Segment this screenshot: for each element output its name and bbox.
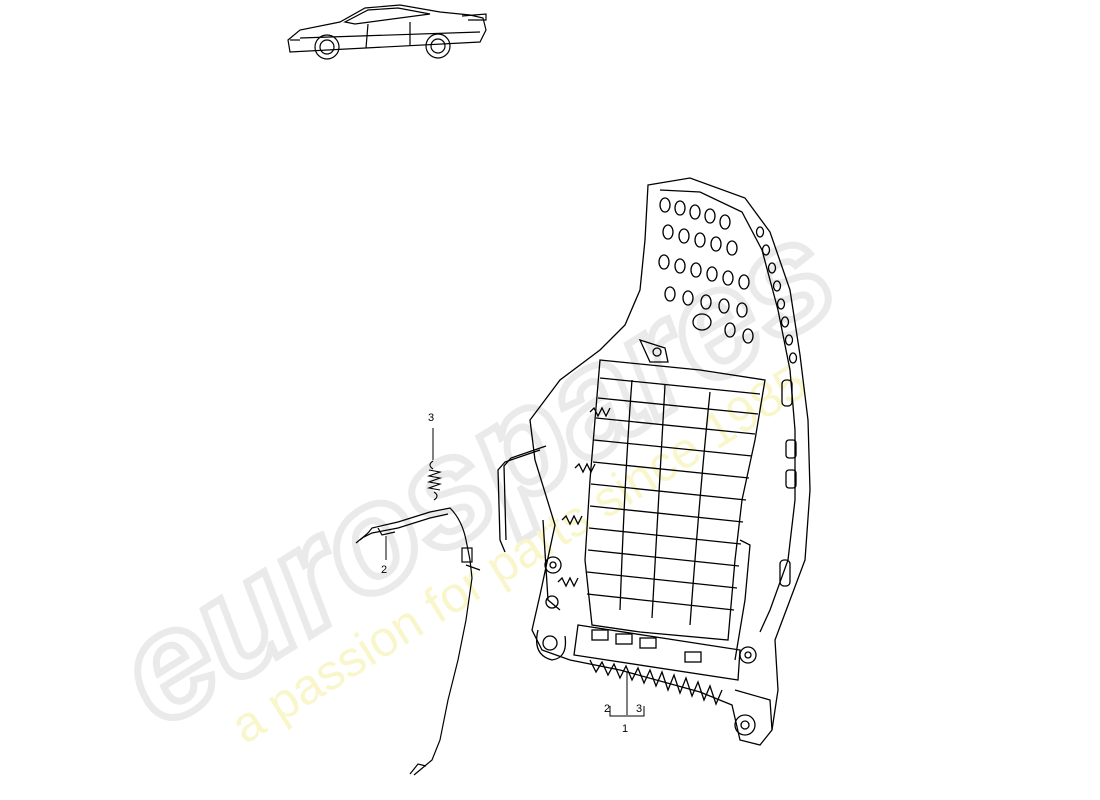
seat-backrest-frame-icon <box>497 177 811 746</box>
frame-holes <box>658 197 798 587</box>
leader-lines <box>385 428 645 717</box>
callout-group-main-number: 1 <box>622 723 629 735</box>
callout-spring-number: 3 <box>428 412 435 424</box>
car-side-view-icon <box>287 4 487 60</box>
callout-cable-number: 2 <box>381 564 388 576</box>
side-tube <box>497 449 541 553</box>
spring-panel <box>584 359 766 641</box>
release-cable-icon <box>355 507 481 776</box>
callout-group-right-number: 3 <box>636 703 643 715</box>
tension-spring-icon <box>426 460 443 501</box>
watermark-brand: eurospares <box>88 186 863 757</box>
callout-group-left-number: 2 <box>604 703 611 715</box>
watermark: eurospares a passion for parts since 198… <box>84 183 866 761</box>
